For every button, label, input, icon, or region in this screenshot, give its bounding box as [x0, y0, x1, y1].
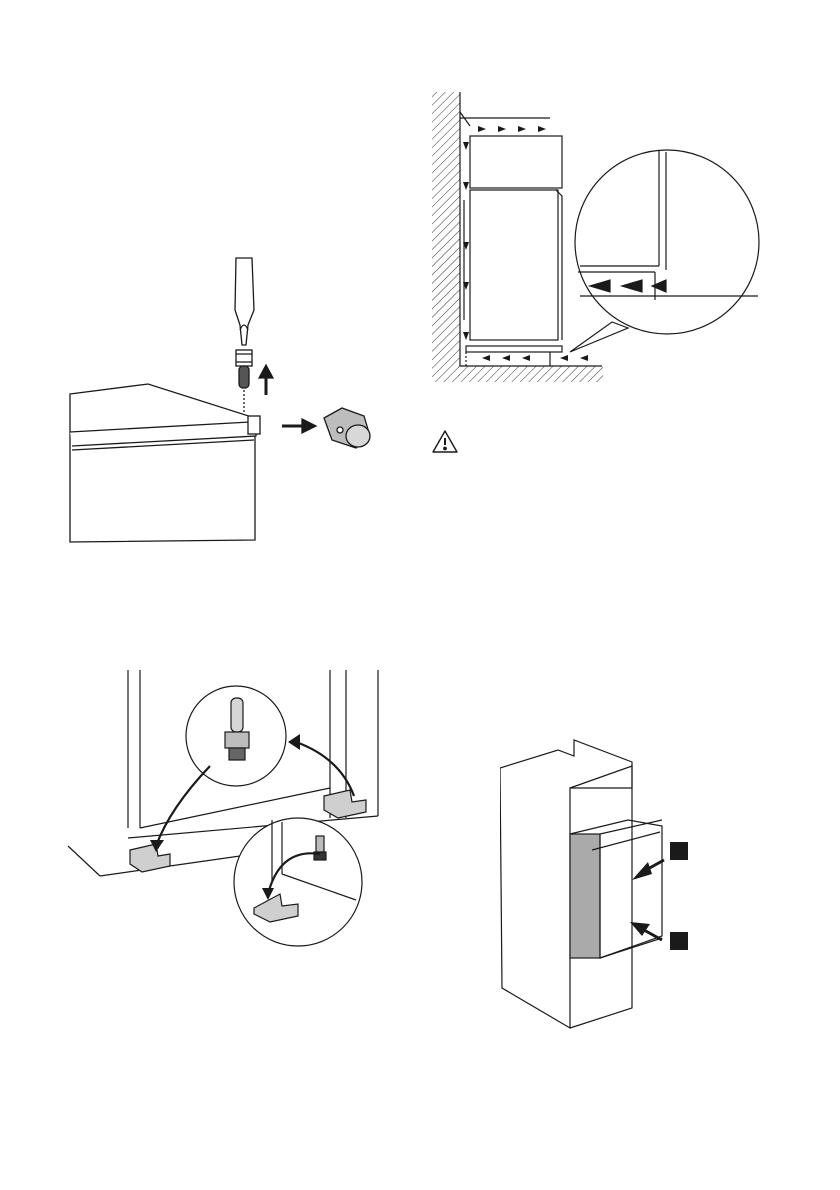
screwdriver-icon — [235, 258, 254, 422]
door-panel — [70, 384, 260, 542]
marker-square-icon — [670, 842, 688, 950]
warning-triangle-icon — [433, 431, 457, 452]
figure-hinge-pin-removal — [60, 250, 400, 550]
figure-warning — [430, 428, 460, 456]
figure-ventilation-clearance — [430, 90, 770, 390]
appliance-door — [570, 820, 662, 958]
hinge-cover-icon — [324, 408, 370, 448]
airflow-arrow-icon — [463, 126, 588, 361]
cabinet-3d — [500, 740, 632, 1028]
appliance-side-view — [464, 136, 562, 366]
figure-hinge-transfer — [60, 668, 380, 958]
arrow-up-icon — [259, 365, 273, 395]
arrow-right-icon — [282, 419, 316, 433]
magnifier-callout — [570, 150, 759, 352]
figure-door-alignment — [500, 738, 700, 1038]
magnifier-callout — [234, 818, 362, 946]
magnifier-callout — [186, 686, 286, 786]
arrow-icon — [630, 860, 664, 940]
